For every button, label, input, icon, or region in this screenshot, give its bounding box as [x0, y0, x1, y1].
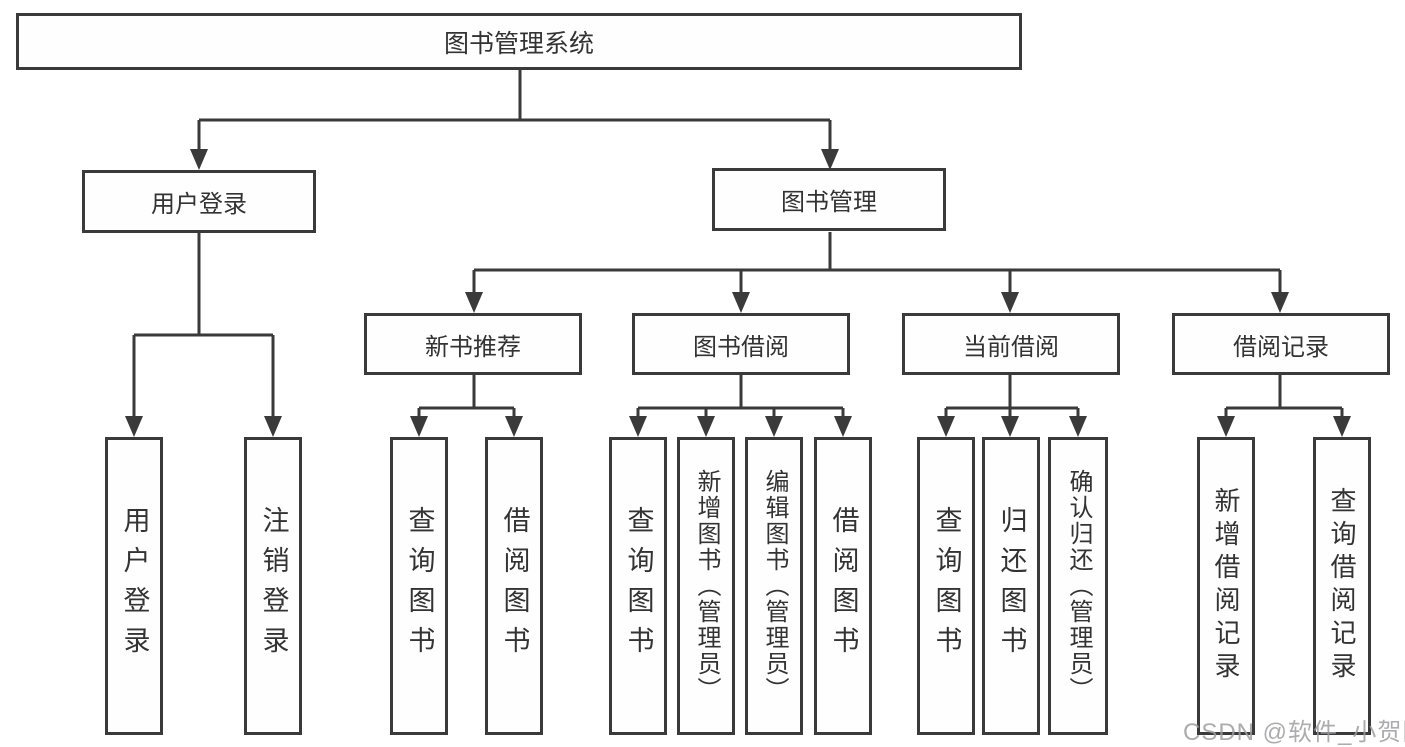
branch-user-login-label: 用户登录: [151, 191, 247, 218]
node-book-borrowing-label: 图书借阅: [693, 333, 789, 361]
leaf-bb-add-books-admin: 新增图书（管理员）: [677, 437, 735, 735]
leaf-bb-borrow-books: 借阅图书: [814, 437, 872, 735]
leaf-cb-return-books: 归还图书: [982, 437, 1040, 735]
leaf-cb-return-books-label: 归还图书: [996, 506, 1027, 666]
leaf-logout-label: 注销登录: [258, 506, 289, 666]
branch-user-login: 用户登录: [82, 170, 316, 233]
leaf-nbr-borrow-books-label: 借阅图书: [499, 506, 530, 666]
node-current-borrowing-label: 当前借阅: [963, 333, 1059, 361]
leaf-br-add-record-label: 新增借阅记录: [1211, 487, 1241, 685]
leaf-nbr-borrow-books: 借阅图书: [485, 437, 543, 735]
root-node-label: 图书管理系统: [443, 29, 594, 58]
leaf-cb-confirm-return-admin-label: 确认归还（管理员）: [1065, 469, 1092, 703]
node-borrowing-records: 借阅记录: [1172, 313, 1390, 375]
leaf-cb-query-books-label: 查询图书: [931, 506, 962, 666]
node-current-borrowing: 当前借阅: [902, 313, 1120, 375]
branch-book-management-label: 图书管理: [781, 189, 877, 216]
node-new-book-recommend: 新书推荐: [364, 313, 582, 375]
branch-book-management: 图书管理: [712, 168, 946, 231]
leaf-bb-edit-books-admin: 编辑图书（管理员）: [745, 437, 803, 735]
leaf-user-login-label: 用户登录: [119, 506, 150, 666]
node-borrowing-records-label: 借阅记录: [1233, 333, 1329, 361]
leaf-bb-query-books: 查询图书: [609, 437, 667, 735]
leaf-bb-add-books-admin-label: 新增图书（管理员）: [693, 469, 720, 703]
csdn-watermark: CSDN @软件_小贺同学: [1183, 719, 1405, 746]
leaf-bb-borrow-books-label: 借阅图书: [828, 506, 859, 666]
root-node-library-system: 图书管理系统: [16, 13, 1022, 70]
leaf-nbr-query-books-label: 查询图书: [404, 506, 435, 666]
node-new-book-recommend-label: 新书推荐: [425, 333, 521, 361]
leaf-br-query-record-label: 查询借阅记录: [1327, 487, 1357, 685]
leaf-bb-query-books-label: 查询图书: [623, 506, 654, 666]
leaf-user-login: 用户登录: [105, 437, 163, 735]
leaf-cb-query-books: 查询图书: [917, 437, 975, 735]
leaf-logout: 注销登录: [244, 437, 302, 735]
node-book-borrowing: 图书借阅: [632, 313, 850, 375]
leaf-br-query-record: 查询借阅记录: [1313, 437, 1371, 735]
leaf-cb-confirm-return-admin: 确认归还（管理员）: [1048, 437, 1108, 735]
leaf-nbr-query-books: 查询图书: [390, 437, 448, 735]
leaf-bb-edit-books-admin-label: 编辑图书（管理员）: [761, 469, 788, 703]
leaf-br-add-record: 新增借阅记录: [1197, 437, 1255, 735]
